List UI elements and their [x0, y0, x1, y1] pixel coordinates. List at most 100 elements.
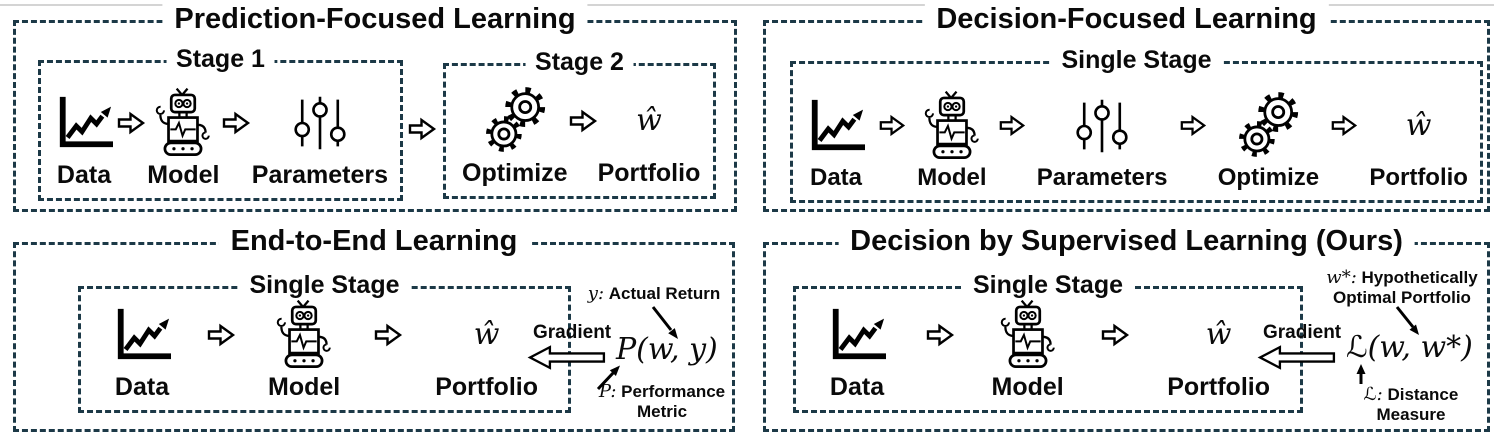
- robot-icon: [996, 297, 1060, 373]
- stage-box-single-stage: Single Stage Data Model ŵ Portfolio: [78, 271, 571, 413]
- item-data: Data: [111, 297, 173, 402]
- note-label: Actual Return: [608, 284, 721, 303]
- note-distance-measure: ℒ: Distance Measure: [1346, 384, 1476, 425]
- flow-arrow-icon: [925, 322, 955, 348]
- stage-1-flow: Data Model Parameters: [41, 63, 400, 198]
- stage-box-stage-2: Stage 2 Optimize ŵ Portfolio: [443, 48, 716, 199]
- item-optimize: Optimize: [462, 83, 568, 188]
- panel-title: End-to-End Learning: [218, 225, 530, 259]
- note-performance-metric: P: Performance Metric: [582, 381, 742, 422]
- item-label: Model: [147, 161, 220, 190]
- panel-title: Decision-Focused Learning: [924, 3, 1329, 37]
- flow-arrow-icon: [998, 113, 1026, 138]
- item-label: Portfolio: [435, 373, 538, 402]
- single-stage-flow: Data Model ŵ Portfolio: [796, 289, 1300, 410]
- note-label: Performance Metric: [621, 382, 726, 422]
- flow-arrow-icon: [373, 322, 403, 348]
- note-arrow-down-icon: [1392, 303, 1426, 339]
- gears-icon: [1232, 88, 1304, 164]
- note-variable: w*:: [1326, 267, 1357, 288]
- flow-arrow-icon: [1179, 113, 1207, 138]
- note-label: Hypothetically Optimal Portfolio: [1333, 268, 1478, 308]
- item-label: Portfolio: [1369, 164, 1468, 192]
- note-variable: ℒ:: [1363, 384, 1383, 405]
- inter-stage-arrow: [407, 116, 437, 142]
- panel-title: Decision by Supervised Learning (Ours): [838, 225, 1415, 259]
- item-data: Data: [805, 88, 867, 192]
- item-label: Model: [268, 373, 341, 402]
- item-data: Data: [53, 85, 115, 190]
- stage-box-stage-1: Stage 1 Data Model Parameters: [38, 45, 403, 201]
- item-label: Parameters: [1036, 164, 1168, 192]
- note-actual-return: y: Actual Return: [564, 283, 744, 304]
- chart-icon: [826, 306, 888, 364]
- robot-icon: [151, 85, 215, 161]
- item-label: Model: [917, 164, 987, 192]
- flow-arrow-icon: [221, 110, 251, 136]
- item-portfolio: ŵ Portfolio: [435, 297, 538, 402]
- item-label: Data: [809, 164, 863, 192]
- gradient-label: Gradient: [1263, 322, 1342, 343]
- item-optimize: Optimize: [1218, 88, 1319, 192]
- flow-arrow-icon: [206, 322, 236, 348]
- flow-arrow-icon: [407, 116, 437, 142]
- item-model: Model: [268, 297, 340, 402]
- single-stage-flow: Data Model ŵ Portfolio: [81, 289, 568, 410]
- flow-arrow-icon: [1330, 113, 1358, 138]
- stage-title: Single Stage: [239, 271, 410, 300]
- item-label: Data: [829, 373, 885, 402]
- item-label: Data: [114, 373, 170, 402]
- stage-title: Stage 2: [525, 48, 634, 77]
- stage-2-flow: Optimize ŵ Portfolio: [446, 66, 713, 196]
- chart-icon: [111, 306, 173, 364]
- chart-icon: [53, 94, 115, 152]
- stage-box-single-stage: Single Stage Data Model ŵ Portfolio: [793, 271, 1303, 413]
- sliders-icon: [291, 94, 349, 152]
- w-hat-symbol: ŵ: [636, 103, 662, 139]
- stage-title: Single Stage: [1051, 46, 1222, 75]
- single-stage-flow: Data Model Parameters Optimize: [793, 64, 1480, 200]
- item-label: Model: [991, 373, 1064, 402]
- sliders-icon: [1073, 97, 1131, 155]
- item-label: Parameters: [251, 161, 388, 190]
- flow-arrow-icon: [116, 110, 146, 136]
- formula-distance-measure: ℒ(w, w*): [1346, 330, 1473, 365]
- note-arrow-up-icon: [1354, 362, 1368, 386]
- note-variable: P:: [598, 381, 617, 402]
- flow-arrow-icon: [1100, 322, 1130, 348]
- item-data: Data: [826, 297, 888, 402]
- panel-end-to-end-learning: End-to-End Learning Single Stage Data Mo…: [13, 225, 735, 432]
- item-portfolio: ŵ Portfolio: [1167, 297, 1270, 402]
- w-hat-symbol: ŵ: [1205, 317, 1232, 353]
- item-portfolio: ŵ Portfolio: [598, 83, 701, 188]
- note-label: Distance Measure: [1376, 385, 1459, 425]
- stage-title: Single Stage: [962, 271, 1134, 300]
- w-hat-symbol: ŵ: [1405, 108, 1432, 144]
- note-optimal-portfolio: w*: Hypothetically Optimal Portfolio: [1304, 267, 1494, 308]
- item-parameters: Parameters: [252, 85, 388, 190]
- panel-title: Prediction-Focused Learning: [162, 3, 588, 37]
- flow-arrow-icon: [878, 113, 906, 138]
- chart-icon: [805, 97, 867, 155]
- gears-icon: [479, 83, 551, 159]
- formula-performance-metric: P(w, y): [616, 332, 718, 367]
- item-model: Model: [917, 88, 987, 192]
- item-label: Portfolio: [597, 159, 701, 188]
- item-label: Optimize: [1217, 164, 1320, 192]
- robot-icon: [920, 88, 984, 164]
- item-portfolio: ŵ Portfolio: [1369, 88, 1468, 192]
- stage-box-single-stage: Single Stage Data Model Parameters: [790, 46, 1483, 203]
- panel-decision-focused-learning: Decision-Focused Learning Single Stage D…: [763, 3, 1490, 212]
- stage-title: Stage 1: [166, 45, 275, 74]
- item-model: Model: [992, 297, 1064, 402]
- gradient-label: Gradient: [533, 322, 612, 343]
- item-label: Data: [56, 161, 112, 190]
- item-parameters: Parameters: [1037, 88, 1168, 192]
- note-variable: y:: [587, 283, 605, 304]
- panel-prediction-focused-learning: Prediction-Focused Learning Stage 1 Data…: [13, 3, 737, 212]
- note-arrow-down-icon: [648, 303, 682, 343]
- panel-decision-by-supervised-learning: Decision by Supervised Learning (Ours) S…: [763, 225, 1490, 432]
- item-model: Model: [147, 85, 220, 190]
- top-divider-line: [0, 4, 1494, 6]
